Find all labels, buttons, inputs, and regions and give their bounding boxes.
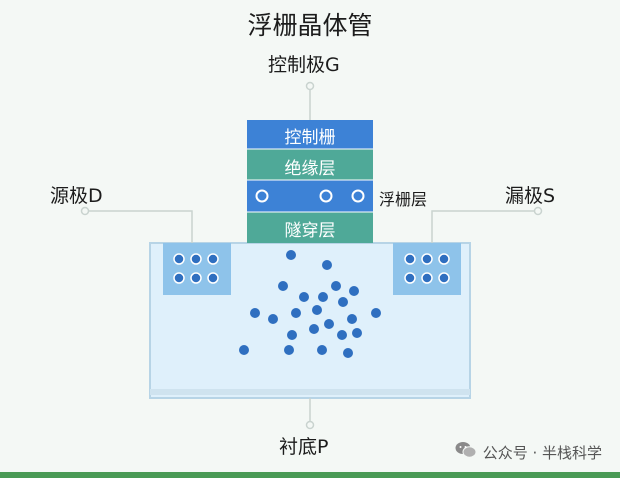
floating-gate-electron: [351, 189, 365, 203]
gate-label: 控制极G: [268, 54, 340, 76]
watermark-text: 公众号 · 半栈科学: [482, 443, 602, 462]
tunnel-text: 隧穿层: [284, 221, 336, 241]
accent-bar: [0, 472, 620, 478]
source-region: [163, 243, 231, 295]
watermark: 公众号 · 半栈科学: [455, 441, 602, 463]
floating-gate-electron: [255, 189, 269, 203]
insulation-text: 绝缘层: [284, 159, 336, 179]
drain-region: [393, 243, 461, 295]
control-gate-text: 控制栅: [284, 128, 336, 148]
floating-gate-electron: [319, 189, 333, 203]
substrate-electrons: [239, 250, 381, 358]
source-label: 源极D: [50, 185, 103, 207]
diagram-title: 浮栅晶体管: [247, 11, 373, 40]
drain-label: 漏极S: [505, 185, 556, 207]
substrate-label: 衬底P: [279, 436, 329, 458]
wechat-icon: [455, 441, 477, 463]
insulation-layer: [247, 149, 373, 180]
control-gate-layer: [247, 120, 373, 149]
tunnel-layer: [247, 212, 373, 243]
floating-gate-label: 浮栅层: [379, 190, 428, 209]
